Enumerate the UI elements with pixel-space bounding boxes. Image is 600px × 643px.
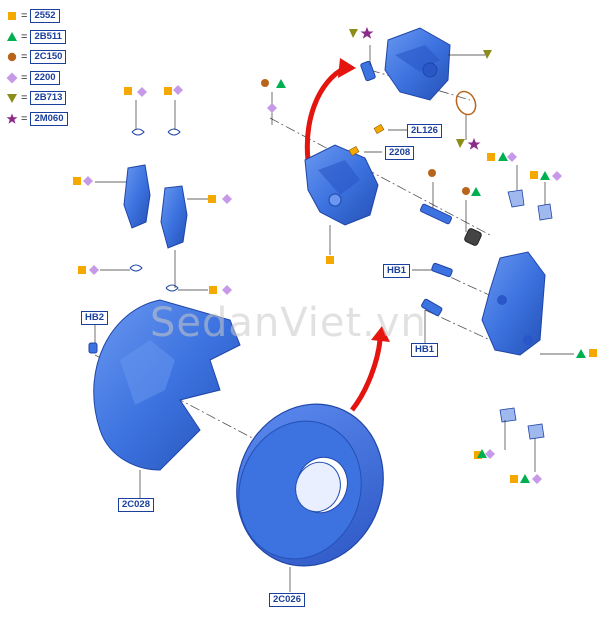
- brake-caliper-body: [304, 144, 379, 226]
- red-arrow-top: [304, 65, 347, 176]
- legend-equals: =: [21, 112, 28, 125]
- callout-hb1-top[interactable]: HB1: [383, 264, 411, 278]
- hb1-bolt-bottom: [421, 298, 443, 317]
- legend-row: = 2552: [6, 6, 68, 27]
- brake-dust-shield: [93, 299, 241, 471]
- legend-code[interactable]: 2552: [30, 9, 60, 24]
- diamond-icon: [6, 72, 18, 84]
- red-arrow-top-head: [338, 58, 356, 78]
- callout-2c028[interactable]: 2C028: [118, 498, 154, 512]
- caliper-seal-ring: [455, 90, 477, 116]
- circle-icon: [6, 51, 18, 63]
- callout-2c026[interactable]: 2C026: [269, 593, 305, 607]
- hb2-bolt: [88, 342, 98, 354]
- red-arrow-bottom-head: [371, 326, 390, 342]
- legend-row: = 2C150: [6, 47, 68, 68]
- symbol-legend: = 2552 = 2B511 = 2C150 = 2200 = 2B713 = …: [6, 6, 68, 129]
- callout-2l126[interactable]: 2L126: [407, 124, 442, 138]
- legend-row: = 2200: [6, 68, 68, 89]
- triangle-up-icon: [6, 31, 18, 43]
- leader-lines: [94, 45, 574, 592]
- star-icon: [6, 113, 18, 125]
- caliper-anchor-bracket: [481, 251, 546, 356]
- legend-equals: =: [21, 30, 28, 43]
- brake-pad-inner: [123, 164, 151, 229]
- pad-clips-lower: [499, 407, 545, 440]
- callout-hb2[interactable]: HB2: [81, 311, 109, 325]
- red-arrow-bottom: [350, 339, 383, 412]
- brake-caliper-housing: [384, 27, 451, 101]
- brake-disc-rotor: [236, 403, 384, 567]
- callout-hb1-bottom[interactable]: HB1: [411, 343, 439, 357]
- legend-equals: =: [21, 10, 28, 23]
- legend-code[interactable]: 2M060: [30, 111, 68, 126]
- legend-code[interactable]: 2B713: [30, 91, 67, 106]
- caliper-guide-pin: [360, 60, 376, 82]
- legend-row: = 2B511: [6, 27, 68, 48]
- square-icon: [6, 10, 18, 22]
- pad-clips-upper: [507, 189, 553, 221]
- caliper-bolt-boot: [464, 228, 482, 246]
- legend-row: = 2B713: [6, 88, 68, 109]
- legend-code[interactable]: 2B511: [30, 29, 66, 44]
- brake-pad-outer: [160, 185, 188, 249]
- legend-code[interactable]: 2200: [30, 70, 60, 85]
- legend-equals: =: [21, 51, 28, 64]
- legend-equals: =: [21, 71, 28, 84]
- pad-wear-clips: [129, 128, 181, 292]
- legend-row: = 2M060: [6, 109, 68, 130]
- triangle-down-icon: [6, 92, 18, 104]
- legend-equals: =: [21, 92, 28, 105]
- bleeder-screw: [348, 123, 385, 157]
- caliper-bolt-long: [419, 203, 453, 225]
- callout-2208[interactable]: 2208: [385, 146, 415, 160]
- diagram-symbol-markers: [73, 27, 597, 484]
- legend-code[interactable]: 2C150: [30, 50, 67, 65]
- hb1-bolt-top: [431, 262, 453, 278]
